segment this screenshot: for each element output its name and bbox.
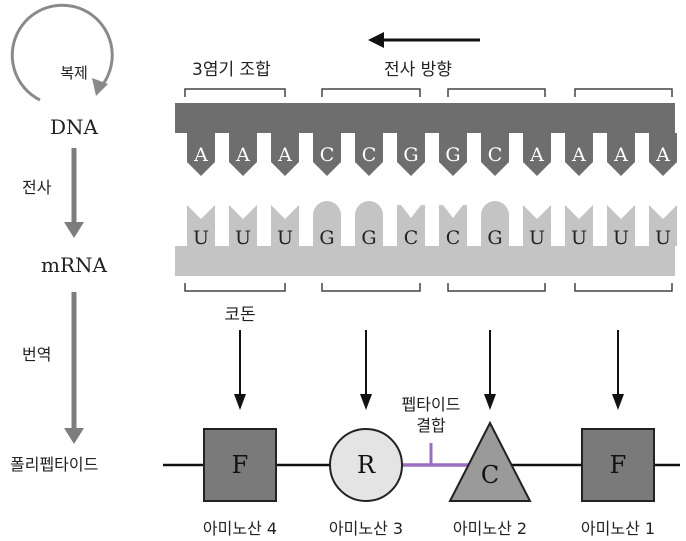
dna-base-tooth — [565, 133, 593, 176]
mrna-base-letter: U — [613, 227, 629, 249]
dna-label: DNA — [50, 115, 99, 139]
dna-base-tooth — [481, 133, 509, 176]
mrna-base-tooth — [481, 201, 509, 246]
translation-arrowhead — [612, 394, 624, 410]
triplet-bracket — [447, 88, 546, 97]
amino-acid-symbol: F — [610, 451, 627, 479]
dna-base-letter: C — [320, 144, 335, 166]
mrna-strand — [175, 246, 675, 276]
amino-acid-triangle — [448, 420, 532, 502]
dna-base-tooth — [397, 133, 425, 176]
dna-base-letter: C — [362, 144, 377, 166]
dna-base-tooth — [187, 133, 215, 176]
amino-acid-symbol: C — [481, 461, 499, 489]
mrna-base-letter: C — [404, 227, 419, 249]
mrna-base-letter: G — [319, 227, 334, 249]
mrna-base-letter: U — [193, 227, 209, 249]
replication-label: 복제 — [60, 64, 88, 82]
translation-arrowhead — [484, 394, 496, 410]
replication-arrowhead — [92, 78, 108, 96]
transcription-direction-label: 전사 방향 — [384, 60, 452, 80]
polypeptide-label: 폴리펩타이드 — [10, 455, 98, 474]
mrna-base-tooth — [187, 205, 215, 246]
mrna-base-tooth — [271, 205, 299, 246]
mrna-base-tooth — [565, 205, 593, 246]
dna-base-tooth — [271, 133, 299, 176]
dna-base-tooth — [523, 133, 551, 176]
mrna-base-tooth — [397, 205, 425, 246]
dna-base-tooth — [229, 133, 257, 176]
mrna-base-letter: G — [487, 227, 502, 249]
dna-base-letter: A — [571, 144, 586, 166]
peptide-bond-label-2: 결합 — [416, 416, 446, 435]
dna-base-tooth — [355, 133, 383, 176]
mrna-base-tooth — [607, 205, 635, 246]
peptide-bond-label-1: 펩타이드 — [402, 395, 461, 414]
translation-label: 번역 — [22, 345, 51, 364]
amino-acid-square — [581, 428, 655, 502]
dna-base-letter: G — [403, 144, 418, 166]
mrna-base-letter: U — [277, 227, 293, 249]
mrna-label: mRNA — [41, 253, 108, 277]
mrna-base-letter: U — [235, 227, 251, 249]
amino-acid-square — [203, 428, 277, 502]
amino-acid-label: 아미노산 3 — [329, 519, 403, 538]
mrna-base-letter: U — [571, 227, 587, 249]
amino-acid-label: 아미노산 1 — [581, 519, 655, 538]
amino-acid-symbol: F — [232, 451, 249, 479]
amino-acid-label: 아미노산 2 — [453, 519, 527, 538]
mrna-base-letter: U — [529, 227, 545, 249]
triplet-bracket — [321, 88, 421, 97]
dna-base-letter: A — [655, 144, 670, 166]
codon-bracket — [574, 283, 673, 292]
translation-arrowhead — [360, 394, 372, 410]
codon-brackets — [184, 283, 673, 292]
codon-to-amino-arrows — [234, 330, 624, 410]
amino-acid-label: 아미노산 4 — [203, 519, 277, 538]
dna-base-tooth — [649, 133, 677, 176]
mrna-base-tooth — [649, 205, 677, 246]
mrna-base-tooth — [439, 205, 467, 246]
dna-template-strand — [175, 103, 675, 133]
mrna-base-tooth — [523, 205, 551, 246]
triplet-label: 3염기 조합 — [192, 60, 271, 80]
transcription-arrowhead — [64, 222, 84, 238]
codon-bracket — [321, 283, 421, 292]
dna-base-tooth — [313, 133, 341, 176]
mrna-base-letter: C — [446, 227, 461, 249]
dna-base-letter: A — [235, 144, 250, 166]
mrna-base-tooth — [355, 201, 383, 246]
mrna-base-tooth — [313, 201, 341, 246]
amino-acid-symbol: R — [357, 451, 376, 479]
triplet-bracket — [184, 88, 286, 97]
dna-base-letter: A — [277, 144, 292, 166]
translation-arrowhead — [234, 394, 246, 410]
codon-bracket — [447, 283, 546, 292]
amino-acid-circle — [329, 428, 403, 502]
dna-base-letter: G — [445, 144, 460, 166]
dna-base-letter: A — [613, 144, 628, 166]
dna-base-tooth — [439, 133, 467, 176]
codon-bracket — [184, 283, 286, 292]
mrna-base-letter: U — [655, 227, 671, 249]
mrna-base-letter: G — [361, 227, 376, 249]
translation-arrowhead — [64, 428, 84, 444]
triplet-bracket — [574, 88, 673, 97]
direction-arrowhead — [368, 32, 384, 48]
mrna-base-tooth — [229, 205, 257, 246]
replication-loop-arrow — [10, 3, 114, 102]
dna-base-letter: A — [529, 144, 544, 166]
codon-label: 코돈 — [224, 305, 255, 325]
transcription-label: 전사 — [22, 178, 52, 197]
amino-acid-chain: F 아미노산 4 R 아미노산 3 C 아미노산 2 F 아미노산 1 — [203, 420, 655, 538]
dna-base-tooth — [607, 133, 635, 176]
dna-base-letter: A — [193, 144, 208, 166]
triplet-brackets — [184, 88, 673, 97]
dna-base-letter: C — [488, 144, 503, 166]
